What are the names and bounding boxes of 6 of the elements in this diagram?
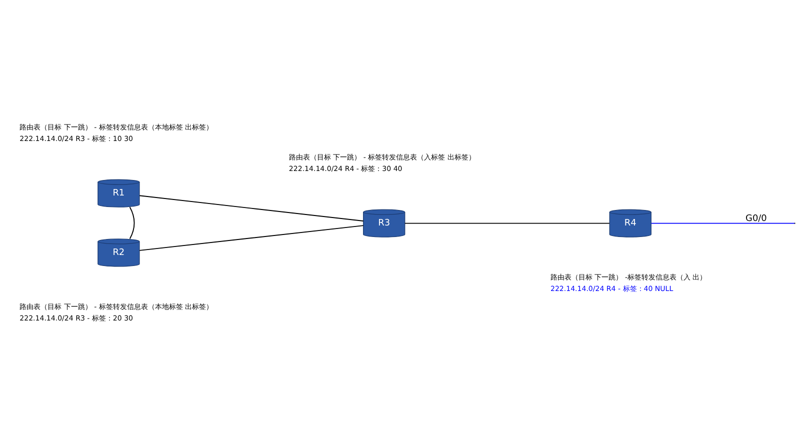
connector <box>404 222 610 224</box>
connector <box>129 206 135 240</box>
connector <box>650 222 795 224</box>
edge-label: G0/0 <box>746 214 767 224</box>
connector <box>139 195 364 222</box>
connector <box>139 225 364 251</box>
